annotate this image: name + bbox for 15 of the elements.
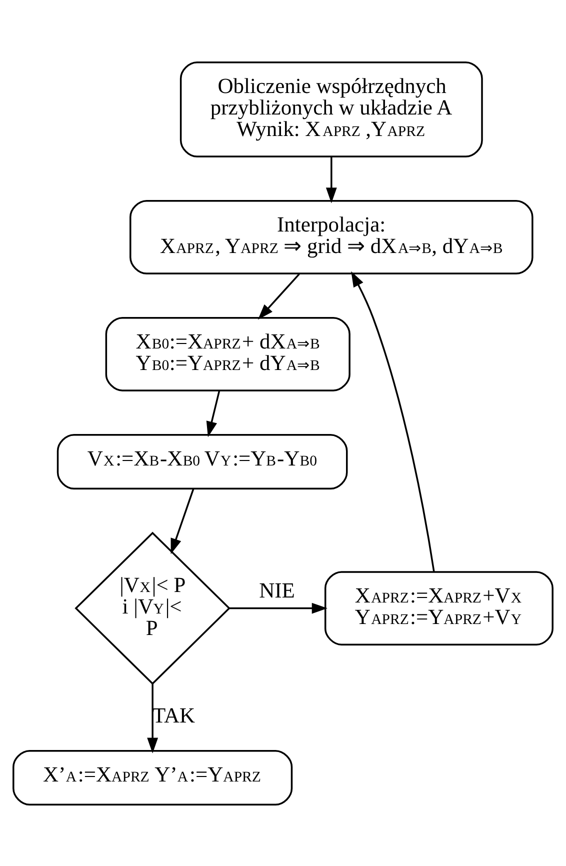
node-box: XB0:=XAPRZ+ dXA⇒B YB0:=YAPRZ+ dYA⇒B xyxy=(105,316,350,391)
arrow xyxy=(351,270,435,572)
arrow xyxy=(326,156,337,203)
node-box: XAPRZ:=XAPRZ+VX YAPRZ:=YAPRZ+VY xyxy=(324,570,554,645)
node-diamond: |VX|< P i |VY|< P xyxy=(74,531,230,684)
arrow xyxy=(147,683,158,753)
edge-label: NIE xyxy=(259,578,295,602)
node-box: Obliczenie współrzędnych przybliżonych w układzie A Wynik: XAPRZ ,YAPRZ xyxy=(180,61,483,157)
arrow xyxy=(229,602,328,614)
node-box: VX:=XB-XB0 VY:=YB-YB0 xyxy=(56,433,348,489)
arrow xyxy=(206,390,220,437)
node-box: X’A:=XAPRZ Y’A:=YAPRZ xyxy=(12,749,293,805)
arrow xyxy=(258,272,300,320)
node-box: Interpolacja: XAPRZ, YAPRZ ⇒ grid ⇒ dXA⇒B, dYA⇒B xyxy=(130,200,534,274)
arrow xyxy=(170,488,194,554)
